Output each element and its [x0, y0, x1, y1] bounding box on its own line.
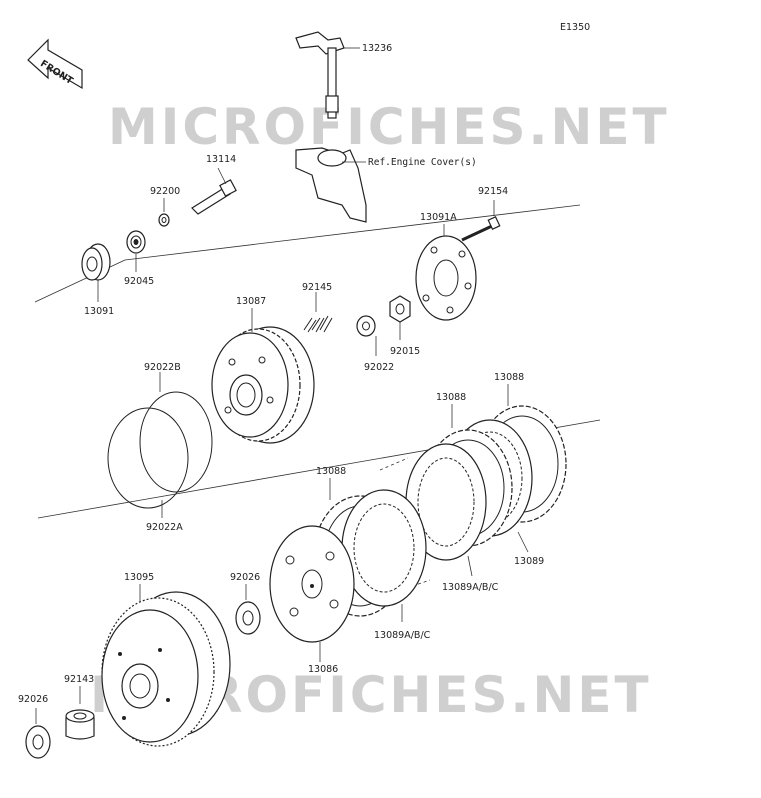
- front-arrow-icon: FRONT: [27, 38, 83, 90]
- part-engine-cover-ref: [295, 147, 367, 223]
- part-92145-spring: [303, 292, 333, 333]
- label-92045: 92045: [124, 276, 154, 287]
- label-92026-lower: 92026: [18, 694, 48, 705]
- label-13236: 13236: [362, 43, 392, 54]
- label-92022B: 92022B: [144, 362, 181, 373]
- label-13089: 13089: [514, 556, 544, 567]
- label-92143: 92143: [64, 674, 94, 685]
- label-13088-left: 13088: [316, 466, 346, 477]
- part-13087-clutch-hub: [211, 308, 315, 444]
- label-13086: 13086: [308, 664, 338, 675]
- label-13095: 13095: [124, 572, 154, 583]
- label-13088-middle: 13088: [436, 392, 466, 403]
- diagram-code: E1350: [560, 22, 590, 33]
- part-92022A-ring: [107, 407, 189, 518]
- label-92154: 92154: [478, 186, 508, 197]
- label-92022: 92022: [364, 362, 394, 373]
- label-92026-upper: 92026: [230, 572, 260, 583]
- part-13114-push-rod: [191, 167, 237, 215]
- part-92045-bearing: [126, 230, 146, 272]
- label-13114: 13114: [206, 154, 236, 165]
- label-13089ABC-left: 13089A/B/C: [374, 630, 431, 641]
- label-92015: 92015: [390, 346, 420, 357]
- part-92200-washer: [158, 198, 170, 227]
- part-13095-clutch-housing: [101, 584, 231, 747]
- part-92154-bolt: [461, 200, 501, 242]
- part-92022-washer: [356, 315, 377, 356]
- label-13091: 13091: [84, 306, 114, 317]
- watermark-top: MICROFICHES.NET: [108, 98, 670, 156]
- part-92026-washer-lower: [25, 708, 51, 759]
- part-13236-lever-shaft: [295, 31, 360, 119]
- label-13091A: 13091A: [420, 212, 457, 223]
- part-13091-lifter: [81, 243, 111, 302]
- label-ref-engine-cover: Ref.Engine Cover(s): [368, 157, 477, 168]
- part-13086-pressure-plate: [269, 525, 355, 662]
- part-92026-washer-upper: [235, 584, 261, 635]
- part-13091A-plate: [415, 224, 477, 321]
- label-92200: 92200: [150, 186, 180, 197]
- label-13088-right: 13088: [494, 372, 524, 383]
- part-92022B-ring: [139, 372, 213, 493]
- part-92143-collar: [65, 686, 95, 740]
- label-13089ABC-right: 13089A/B/C: [442, 582, 499, 593]
- label-13087: 13087: [236, 296, 266, 307]
- part-92015-nut: [389, 295, 411, 340]
- label-92145: 92145: [302, 282, 332, 293]
- label-92022A: 92022A: [146, 522, 183, 533]
